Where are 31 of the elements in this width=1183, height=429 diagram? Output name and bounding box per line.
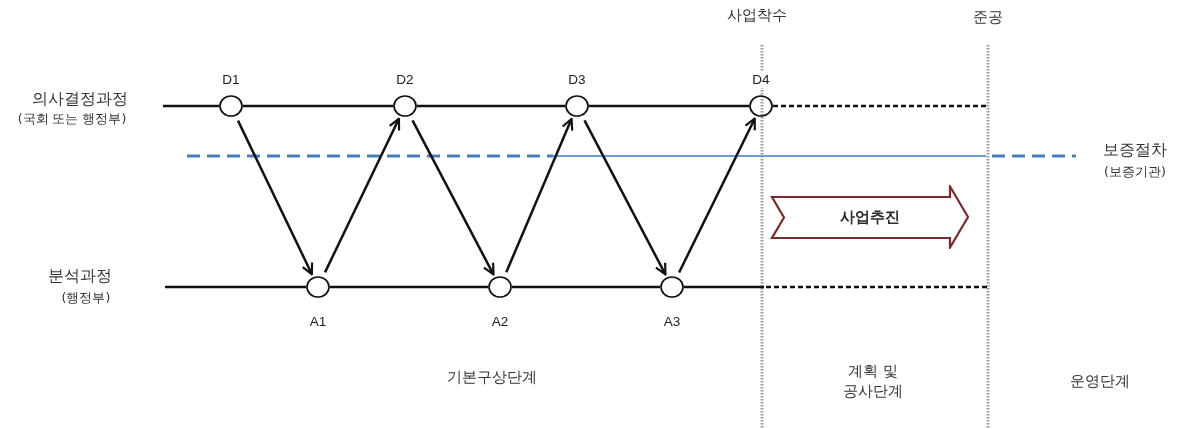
milestone-circle [660,276,684,298]
milestone-circle [749,95,773,117]
milestone-circle [306,276,330,298]
stage-label: 기본구상단계 [447,368,537,388]
lane-sublabel: (보증기관) [1104,163,1166,181]
arrow [583,119,667,276]
timeline-line [512,285,660,289]
milestone-label: 준공 [973,8,1003,28]
timeline-line [589,104,749,108]
milestone-label: 사업착수 [727,6,787,26]
timeline-line [330,285,488,289]
milestone-circle [393,95,417,117]
milestone-circle [565,95,589,117]
milestone-circle [219,95,243,117]
arrow [505,117,574,273]
arrow [236,120,314,276]
stage-label: 계획 및 공사단계 [842,361,904,401]
point-label: D4 [751,72,771,88]
arrow [323,117,401,273]
timeline-line [243,104,393,108]
stage-label: 운영단계 [1070,372,1130,392]
lane-label: 의사결정과정 [32,88,128,110]
chevron-label: 사업추진 [840,207,900,227]
arrow [677,117,756,274]
lane-sublabel: (행정부) [61,289,111,307]
milestone-circle [488,276,512,298]
arrow [411,119,495,276]
lane-sublabel: (국회 또는 행정부) [17,110,127,128]
lane-label: 분석과정 [48,265,112,287]
lane-label: 보증절차 [1103,139,1167,161]
timeline-line [417,104,565,108]
